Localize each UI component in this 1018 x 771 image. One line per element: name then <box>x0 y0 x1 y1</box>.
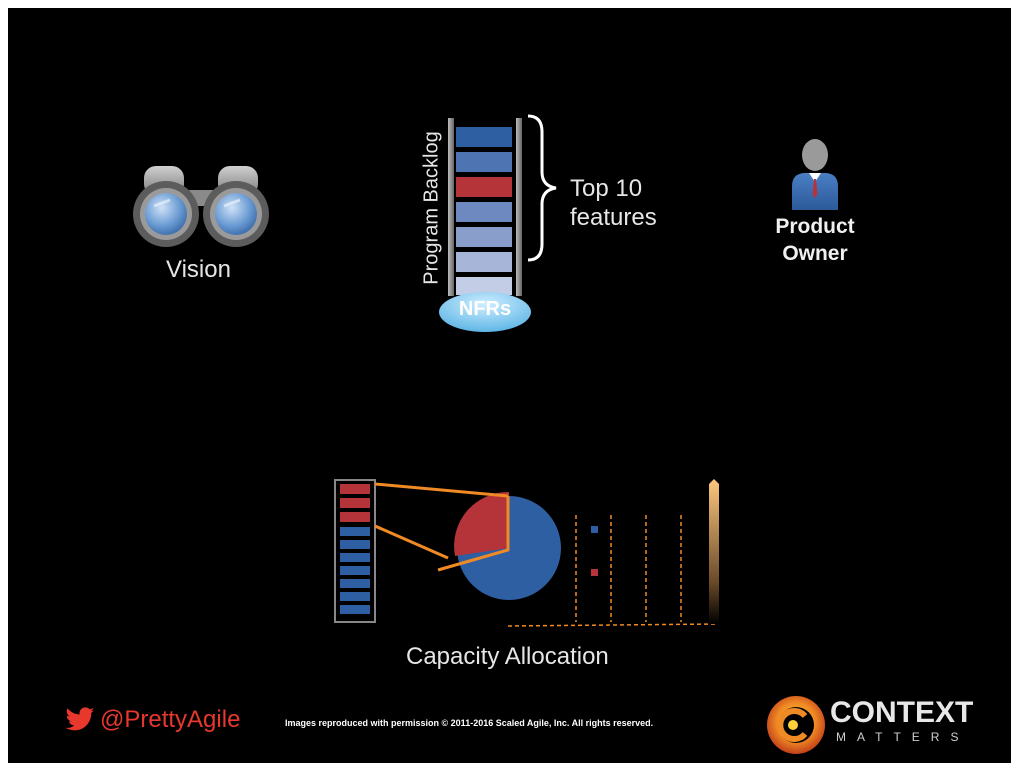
backlog-item <box>456 252 512 272</box>
capacity-backlog-item-blue <box>340 527 370 536</box>
capacity-backlog-item-blue <box>340 579 370 588</box>
product-owner-line2: Owner <box>782 242 848 265</box>
capacity-backlog-item-blue <box>340 592 370 601</box>
vision-label: Vision <box>166 256 231 283</box>
baseline <box>507 623 719 627</box>
nfrs-base <box>439 292 531 332</box>
capacity-backlog-item-red <box>340 512 370 522</box>
connector-line <box>374 524 449 560</box>
backlog-item <box>456 202 512 222</box>
connector-line <box>437 496 510 572</box>
binoculars-icon <box>133 166 269 247</box>
backlog-item <box>456 127 512 147</box>
copyright-notice: Images reproduced with permission © 2011… <box>285 718 654 728</box>
capacity-backlog-item-blue <box>340 605 370 614</box>
connector-line <box>374 482 509 498</box>
product-owner-label: Product Owner <box>768 213 862 267</box>
backlog-item <box>456 227 512 247</box>
capacity-pie-red <box>454 491 509 556</box>
capacity-backlog-item-blue <box>340 553 370 562</box>
twitter-handle[interactable]: @PrettyAgile <box>64 706 240 734</box>
context-matters-logo <box>767 696 825 754</box>
nfrs-label: NFRs <box>458 298 512 320</box>
product-owner-line1: Product <box>775 215 855 238</box>
top-10-line: Top 10 <box>570 175 643 202</box>
program-backlog-label: Program Backlog <box>420 118 444 298</box>
product-owner-icon <box>792 139 838 210</box>
brace-icon <box>527 114 557 262</box>
capacity-backlog-item-blue <box>340 540 370 549</box>
backlog-item <box>456 152 512 172</box>
slide: Vision Program Backlog NFRs <box>8 8 1011 763</box>
logo-subtitle: MATTERS <box>836 730 970 744</box>
capacity-allocation-diagram <box>334 479 719 627</box>
capacity-backlog-item-red <box>340 498 370 508</box>
legend-red-square <box>591 569 598 576</box>
capacity-bar <box>709 484 719 624</box>
logo-wordmark: CONTEXT <box>830 696 974 729</box>
capacity-allocation-label: Capacity Allocation <box>406 643 609 670</box>
twitter-handle-text: @PrettyAgile <box>100 706 241 733</box>
legend-blue-square <box>591 526 598 533</box>
capacity-backlog-frame <box>334 479 376 623</box>
capacity-backlog-item-red <box>340 484 370 494</box>
capacity-bar-tip <box>709 479 719 484</box>
capacity-backlog-item-blue <box>340 566 370 575</box>
twitter-bird-icon <box>65 707 95 731</box>
program-backlog-stack <box>448 118 522 296</box>
program-backlog-text: Program Backlog <box>420 131 443 285</box>
backlog-item <box>456 277 512 295</box>
features-line: features <box>570 204 657 231</box>
top-10-features-label: Top 10 features <box>570 174 657 232</box>
backlog-item-red <box>456 177 512 197</box>
